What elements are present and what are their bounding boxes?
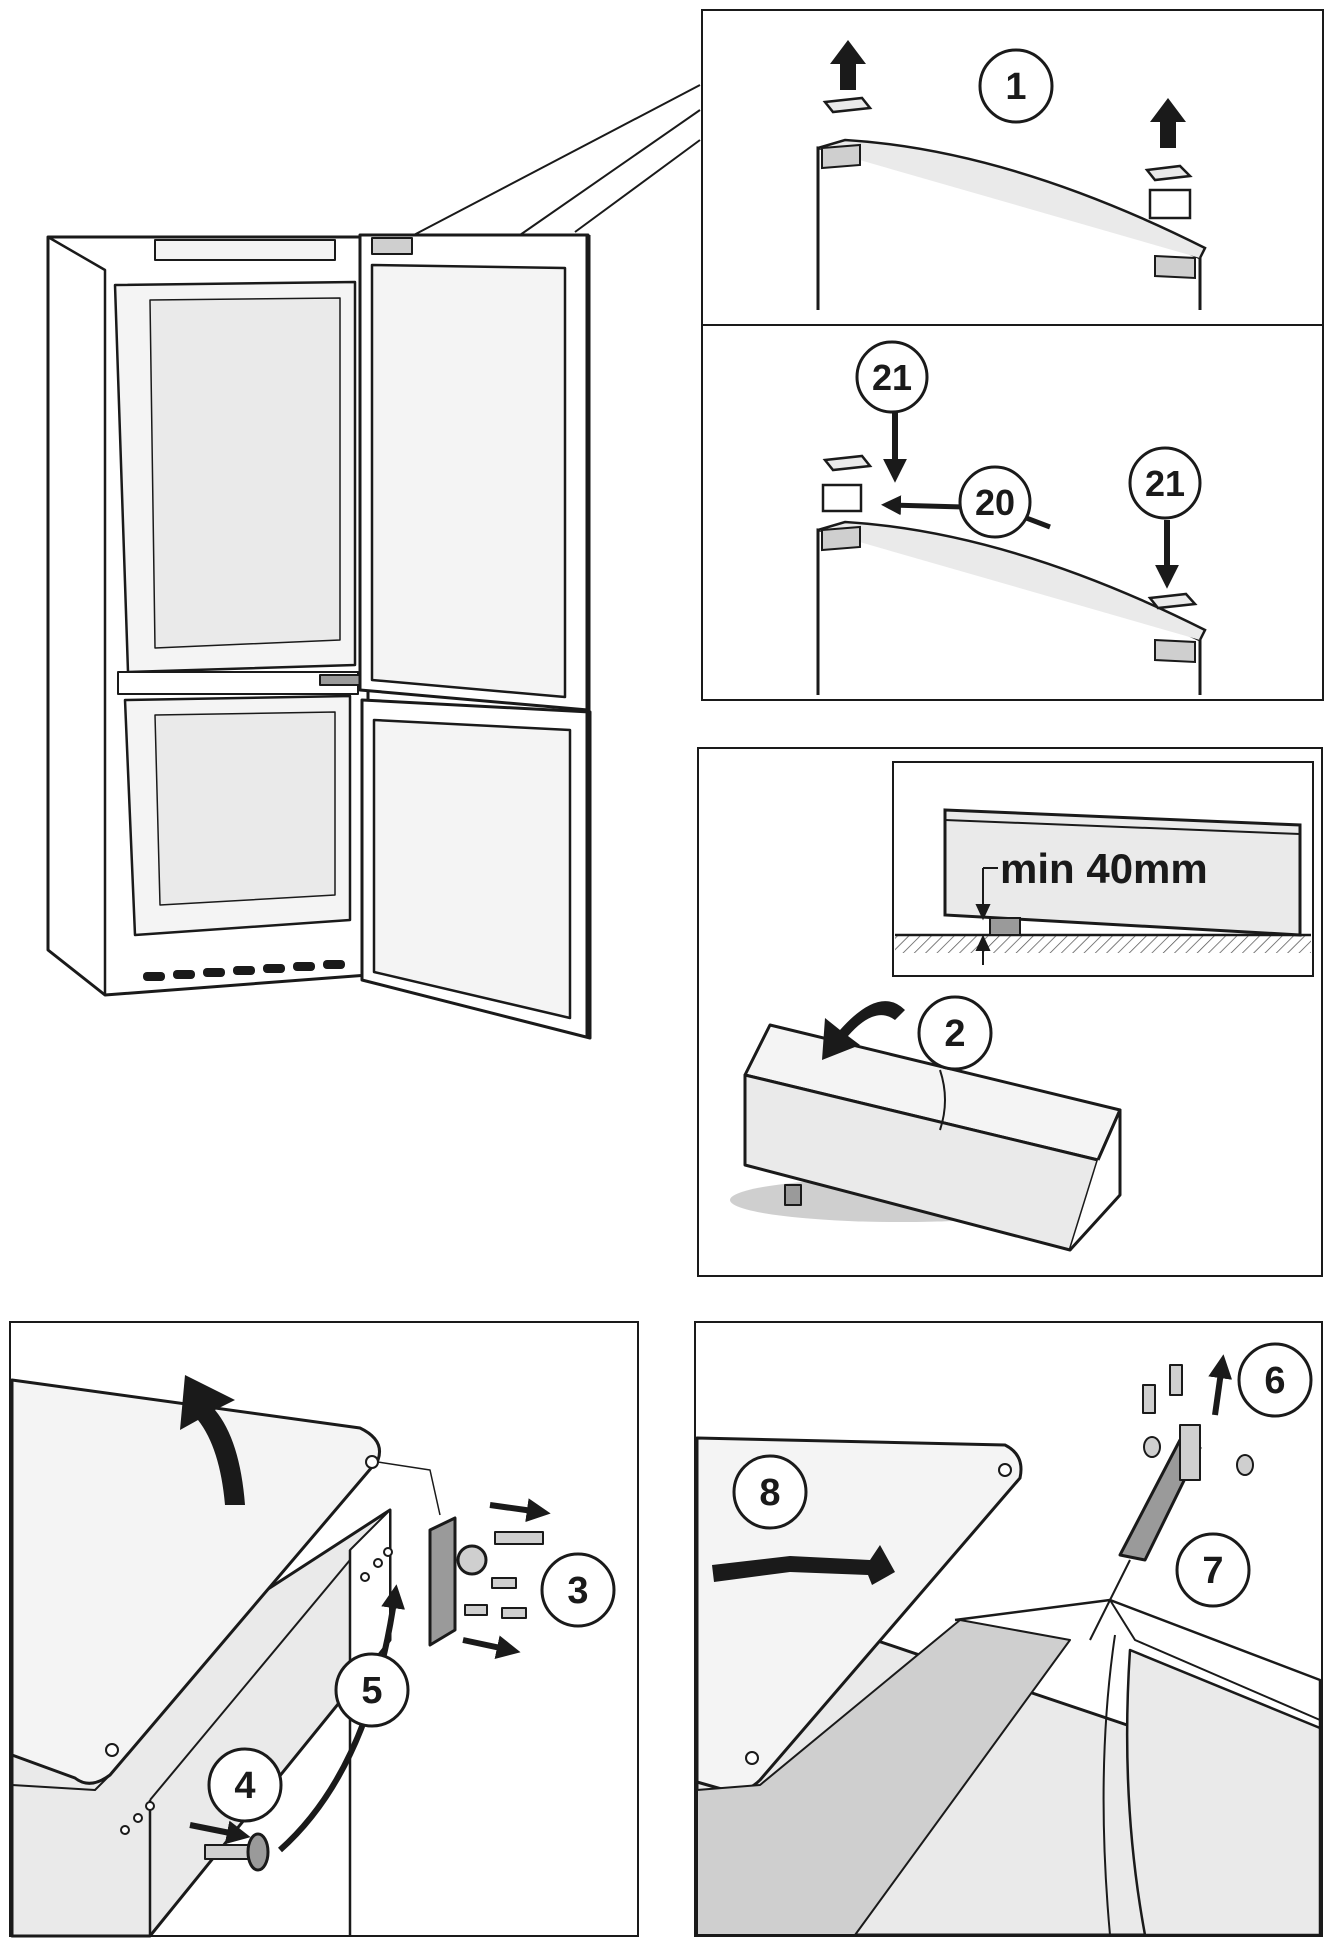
- cover-cap-left: [822, 96, 873, 114]
- callout-7: [1175, 1532, 1251, 1608]
- hinge-screw-1: [491, 1577, 517, 1589]
- callout-3: [540, 1552, 616, 1628]
- arrow-up-icon: [1208, 1354, 1233, 1416]
- callout-8: [732, 1454, 808, 1530]
- floor-hatch: [895, 935, 1311, 953]
- cap-21-left: [822, 454, 873, 472]
- arrow-up-icon: [830, 40, 1186, 148]
- upper-door-liner: [370, 263, 567, 699]
- callout-5-label: 5: [361, 1670, 382, 1712]
- screw-6a: [1169, 1364, 1183, 1396]
- callout-20: [958, 465, 1032, 539]
- bottom-vents: [143, 960, 345, 981]
- cap-21-right: [1147, 592, 1198, 610]
- callout-6-label: 6: [1264, 1360, 1285, 1402]
- foot-screw: [204, 1844, 251, 1860]
- callout-2-label: 2: [944, 1013, 965, 1055]
- freezer-inner-back: [154, 711, 336, 906]
- door-on-block: [943, 808, 1302, 937]
- cover-plug-right: [1148, 188, 1192, 220]
- callout-6: [1237, 1342, 1313, 1418]
- lower-door-liner: [372, 718, 572, 1020]
- arrow-right-icon: [712, 1545, 895, 1585]
- callout-21-left: [855, 340, 929, 414]
- callout-5: [334, 1652, 410, 1728]
- fridge-overview: [46, 84, 701, 1040]
- dimension-marker: [975, 867, 998, 965]
- support-block: [989, 917, 1021, 936]
- hinge-knob: [456, 1544, 488, 1576]
- panel-remove-hinge: 3 5 4: [9, 1321, 639, 1938]
- curved-arrow-icon: [822, 1001, 905, 1060]
- cover-cap-right: [1144, 164, 1193, 182]
- screw-6b: [1142, 1384, 1156, 1414]
- callout-21-right: [1128, 446, 1202, 520]
- hinge-bolt-long: [494, 1531, 544, 1545]
- hinge-screw-2: [501, 1607, 527, 1619]
- callout-21-left-label: 21: [872, 357, 912, 398]
- cabinet-top-panel: [154, 239, 336, 261]
- callout-3-label: 3: [567, 1570, 588, 1612]
- door-lying-down: [743, 1023, 1122, 1252]
- callout-7-label: 7: [1202, 1550, 1223, 1592]
- curved-arrow-icon: [278, 1584, 406, 1853]
- panel-remove-covers: 1 21 20 21: [701, 9, 1324, 701]
- panel-refit-hinge: 6 7 8: [694, 1321, 1323, 1937]
- arrow-right-icon: [189, 1498, 551, 1845]
- hinge-bracket: [428, 1516, 457, 1647]
- callout-20-label: 20: [975, 482, 1015, 523]
- fridge-inner-back: [149, 297, 341, 649]
- floor-panel: [696, 1619, 1071, 1936]
- callout-2: [917, 995, 993, 1071]
- callout-4: [207, 1747, 283, 1823]
- cabinet-side: [47, 235, 107, 995]
- door-top-step1: [816, 40, 1207, 310]
- door-top-step21: [816, 340, 1207, 695]
- hinge-screw-3: [464, 1604, 488, 1616]
- curved-arrow-icon: [180, 1375, 245, 1505]
- dimension-label: min 40mm: [1000, 845, 1208, 892]
- callout-1-label: 1: [1005, 66, 1026, 108]
- top-hinge: [371, 237, 413, 255]
- detail-leader-lines: [409, 84, 701, 238]
- callout-1: [978, 48, 1054, 124]
- callout-4-label: 4: [234, 1765, 255, 1807]
- callout-21-right-label: 21: [1145, 463, 1185, 504]
- callout-8-label: 8: [759, 1472, 780, 1514]
- plug-20: [821, 483, 863, 513]
- panel-lay-door-down: min 40mm 2: [697, 747, 1323, 1277]
